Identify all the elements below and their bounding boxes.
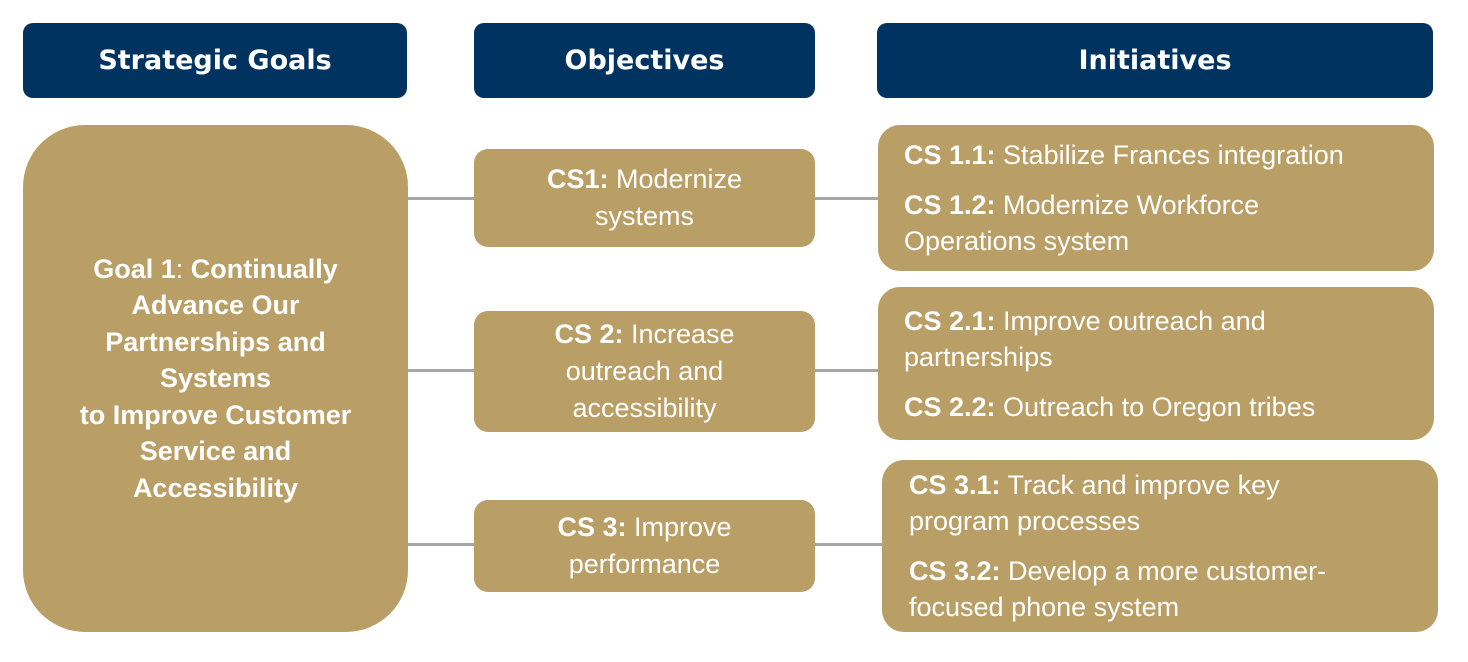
objective-cs2: CS 2: Increase outreach and accessibilit…	[474, 311, 815, 432]
goal-line: Advance Our	[131, 290, 300, 321]
initiative-text: Stabilize Frances integration	[995, 140, 1344, 170]
connector-cs2-initiatives	[815, 369, 878, 372]
goal-line: Service and	[139, 436, 292, 467]
connector-goal-cs2	[408, 369, 474, 372]
header-initiatives: Initiatives	[877, 23, 1433, 98]
header-strategic-goals: Strategic Goals	[23, 23, 407, 98]
initiative-item: CS 1.1: Stabilize Frances integration	[904, 137, 1408, 173]
goal-line: to Improve Customer	[79, 399, 352, 430]
initiative-code: CS 3.2:	[909, 556, 1001, 586]
connector-cs1-initiatives	[815, 197, 878, 200]
header-objectives: Objectives	[474, 23, 815, 98]
initiative-text: Outreach to Oregon tribes	[995, 391, 1316, 422]
header-label: Objectives	[564, 45, 725, 76]
objective-code: CS1:	[546, 164, 609, 194]
initiative-text: Track and improve key program processes	[909, 470, 1280, 536]
initiative-text: Develop a more customer-focused phone sy…	[909, 556, 1327, 622]
goal-label: Goal 1	[93, 253, 176, 284]
initiative-code: CS 2.1:	[904, 305, 996, 336]
objective-code: CS 2:	[554, 319, 624, 349]
goal-separator: :	[175, 253, 191, 284]
goal-box: Goal 1: Continually Advance Our Partners…	[23, 125, 408, 632]
objective-cs1: CS1: Modernize systems	[474, 149, 815, 247]
initiatives-cs3: CS 3.1: Track and improve key program pr…	[882, 460, 1438, 632]
initiatives-cs2: CS 2.1: Improve outreach and partnership…	[878, 287, 1434, 440]
goal-line: Continually	[190, 253, 338, 284]
objective-cs3: CS 3: Improve performance	[474, 500, 815, 592]
initiative-item: CS 3.2: Develop a more customer-focused …	[909, 553, 1389, 625]
connector-goal-cs1	[408, 197, 474, 200]
goal-line: Partnerships and	[105, 326, 326, 357]
objective-text: Modernize systems	[594, 164, 743, 231]
initiative-code: CS 3.1:	[909, 470, 1001, 500]
objective-text: Improve performance	[568, 512, 732, 579]
connector-goal-cs3	[408, 543, 474, 546]
goal-text: Goal 1: Continually Advance Our Partners…	[80, 251, 352, 507]
objective-text: Increase outreach and accessibility	[565, 319, 735, 423]
initiative-item: CS 3.1: Track and improve key program pr…	[909, 467, 1339, 539]
initiative-item: CS 1.2: Modernize Workforce Operations s…	[904, 187, 1324, 259]
initiative-text: Improve outreach and partnerships	[904, 305, 1266, 372]
goal-line: Systems	[159, 363, 272, 394]
initiatives-cs1: CS 1.1: Stabilize Frances integration CS…	[878, 125, 1434, 271]
initiative-code: CS 1.1:	[904, 140, 996, 170]
initiative-item: CS 2.2: Outreach to Oregon tribes	[904, 389, 1408, 425]
initiative-text: Modernize Workforce Operations system	[904, 190, 1260, 256]
initiative-code: CS 1.2:	[904, 190, 996, 220]
connector-cs3-initiatives	[815, 543, 882, 546]
goal-line: Accessibility	[132, 472, 299, 503]
header-label: Strategic Goals	[98, 45, 332, 76]
objective-code: CS 3:	[557, 512, 627, 542]
initiative-code: CS 2.2:	[904, 391, 996, 422]
initiative-item: CS 2.1: Improve outreach and partnership…	[904, 303, 1324, 375]
header-label: Initiatives	[1078, 45, 1232, 76]
